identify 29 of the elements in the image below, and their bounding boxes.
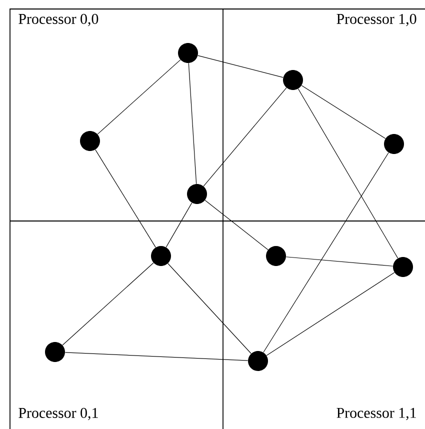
graph-vertex: [393, 257, 413, 277]
graph-vertex: [248, 351, 268, 371]
graph-edge: [168, 263, 252, 354]
graph-edge: [203, 88, 287, 186]
graph-edge: [204, 200, 268, 250]
graph-edge: [62, 262, 154, 346]
graph-edge: [298, 88, 398, 258]
graph-edge: [301, 85, 386, 139]
quadrant-label: Processor 0,0: [18, 14, 98, 26]
graph-vertex: [45, 342, 65, 362]
graph-edge: [286, 256, 394, 266]
graph-vertex: [80, 131, 100, 151]
graph-vertex: [283, 70, 303, 90]
quadrant-label: Processor 1,0: [336, 14, 416, 26]
quadrant-label: Processor 0,1: [18, 408, 98, 420]
graph-edge: [266, 272, 395, 356]
graph-edge: [97, 60, 181, 134]
graph-edge: [64, 352, 248, 361]
graph-vertex: [151, 246, 171, 266]
graph-edge: [198, 55, 284, 78]
quadrant-label: Processor 1,1: [336, 408, 416, 420]
graph-edge: [263, 152, 389, 353]
graph-edge: [188, 62, 197, 184]
graph-edge: [166, 202, 192, 248]
graph-vertex: [187, 184, 207, 204]
graph-vertex: [178, 43, 198, 63]
graph-vertex: [384, 134, 404, 154]
graph-vertex: [266, 246, 286, 266]
graph-edge: [95, 149, 156, 248]
